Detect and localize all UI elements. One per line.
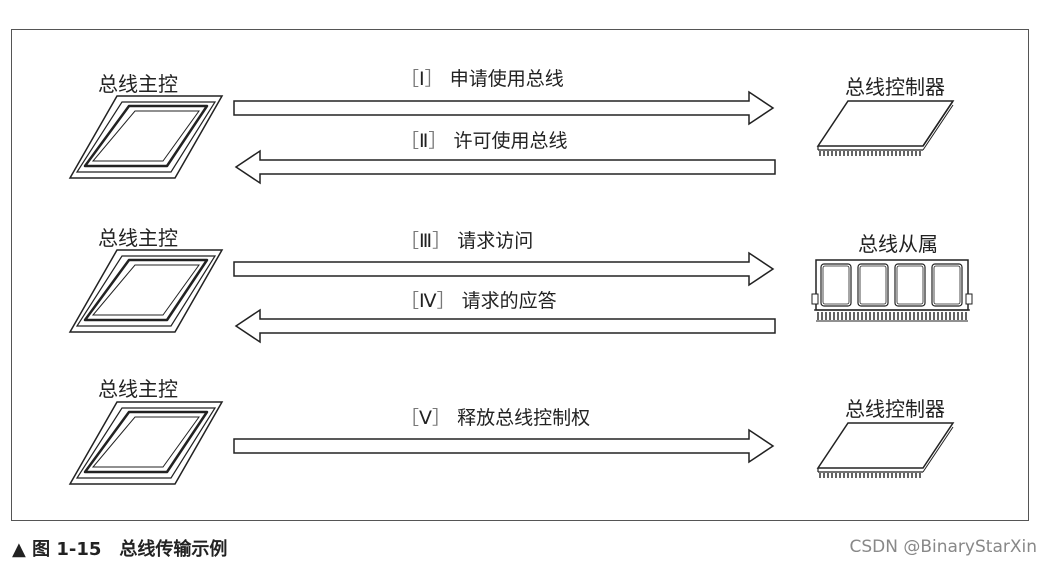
bus-slave-label: 总线从属	[858, 232, 938, 256]
arrow-right-1	[233, 90, 775, 126]
arrow-text: 释放总线控制权	[457, 407, 591, 429]
roman-numeral: Ⅱ	[419, 130, 429, 152]
bracket-open: ［	[400, 290, 420, 312]
bracket-open: ［	[400, 407, 420, 429]
bus-controller-label-2: 总线控制器	[845, 397, 945, 421]
cpu-chip-icon	[68, 249, 224, 333]
roman-numeral: Ⅴ	[419, 407, 433, 429]
arrow-text: 申请使用总线	[449, 68, 564, 90]
arrow-left-1	[234, 149, 776, 185]
arrow-label-3: ［Ⅲ］ 请求访问	[400, 226, 533, 253]
arrow-text: 请求访问	[457, 230, 534, 252]
arrow-label-4: ［Ⅳ］ 请求的应答	[400, 286, 557, 313]
arrow-label-5: ［Ⅴ］ 释放总线控制权	[400, 403, 590, 430]
bracket-open: ［	[400, 68, 420, 90]
diagram-frame: 总线主控 ［Ⅰ］ 申请使用总线 ［Ⅱ］ 许可使用总线 总线控制器 总线主控 ［Ⅲ	[11, 29, 1029, 521]
bus-controller-label-1: 总线控制器	[845, 75, 945, 99]
bracket-open: ［	[400, 230, 420, 252]
arrow-right-3	[233, 428, 775, 464]
watermark: CSDN @BinaryStarXin	[849, 537, 1037, 557]
memory-module-icon	[811, 259, 973, 322]
controller-chip-icon	[816, 422, 955, 478]
figure-caption: ▲ 图 1-15 总线传输示例	[12, 539, 228, 560]
bracket-close: ］	[424, 68, 444, 90]
bracket-close: ］	[428, 130, 448, 152]
arrow-text: 请求的应答	[461, 290, 557, 312]
bus-master-label-2: 总线主控	[98, 226, 178, 250]
cpu-chip-icon	[68, 401, 224, 485]
cpu-chip-icon	[68, 95, 224, 179]
roman-numeral: Ⅲ	[419, 230, 433, 252]
arrow-left-2	[234, 308, 776, 344]
roman-numeral: Ⅰ	[419, 68, 425, 90]
arrow-label-1: ［Ⅰ］ 申请使用总线	[400, 64, 564, 91]
roman-numeral: Ⅳ	[419, 290, 437, 312]
bracket-close: ］	[436, 290, 456, 312]
arrow-right-2	[233, 251, 775, 287]
bracket-close: ］	[432, 407, 452, 429]
bracket-close: ］	[432, 230, 452, 252]
bracket-open: ［	[400, 130, 420, 152]
bus-master-label-1: 总线主控	[98, 72, 178, 96]
controller-chip-icon	[816, 100, 955, 156]
bus-master-label-3: 总线主控	[98, 377, 178, 401]
arrow-label-2: ［Ⅱ］ 许可使用总线	[400, 126, 567, 153]
arrow-text: 许可使用总线	[453, 130, 568, 152]
